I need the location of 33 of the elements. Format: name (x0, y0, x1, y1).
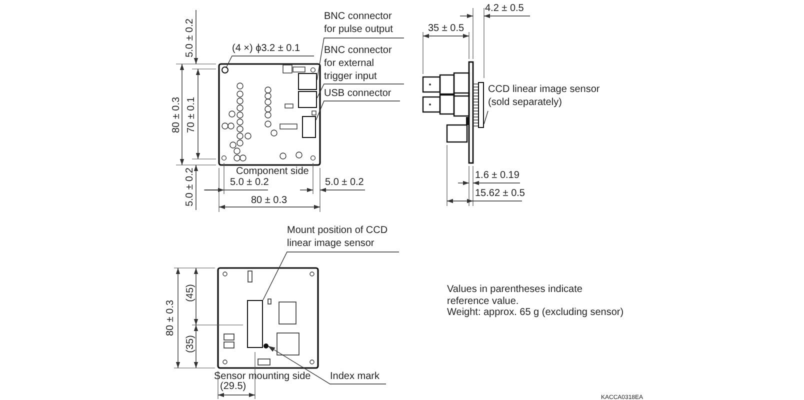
leader-line (316, 84, 404, 98)
dimension-text: 4.2 ± 0.5 (485, 3, 524, 15)
leader-line (262, 252, 400, 300)
dimension-text: 80 ± 0.3 (171, 96, 184, 134)
leader-line (316, 100, 400, 120)
dimension-text: 5.0 ± 0.2 (230, 177, 269, 189)
dimension-text: 5.0 ± 0.2 (325, 177, 364, 189)
dimension-text: 70 ± 0.1 (186, 96, 198, 134)
note-text: Weight: approx. 65 g (excluding sensor) (447, 307, 624, 319)
dimension-text: 80 ± 0.3 (251, 195, 288, 207)
leader-line (484, 110, 488, 124)
dimension-text: (35) (184, 335, 197, 353)
view-caption: Component side (236, 166, 309, 178)
dimension-text: 1.6 ± 0.19 (475, 170, 520, 182)
leader-line (226, 56, 314, 68)
dimension-text: 5.0 ± 0.2 (184, 18, 196, 58)
dimension-text: 35 ± 0.5 (428, 23, 464, 35)
callout-text: BNC connector for pulse output (324, 10, 394, 36)
callout-text: CCD linear image sensor (sold separately) (488, 83, 601, 109)
callout-text: Index mark (330, 370, 380, 383)
dimension-text: (29.5) (220, 381, 246, 393)
dimension-text: (45) (184, 284, 197, 302)
callout-text: BNC connector for external trigger input (324, 44, 393, 83)
callout-text: Mount position of CCD linear image sensor (287, 224, 389, 250)
view-caption: Sensor mounting side (214, 371, 311, 382)
leader-line (316, 38, 404, 80)
dimension-text: 80 ± 0.3 (165, 300, 178, 336)
dimension-text: 15.62 ± 0.5 (475, 188, 525, 200)
dimension-text: 5.0 ± 0.2 (184, 168, 196, 206)
note-text: Values in parentheses indicate reference value. (447, 284, 584, 308)
callout-text: USB connector (324, 87, 392, 100)
callout-text: (4 ×) ϕ3.2 ± 0.1 (232, 42, 302, 55)
leader-line (268, 346, 386, 384)
